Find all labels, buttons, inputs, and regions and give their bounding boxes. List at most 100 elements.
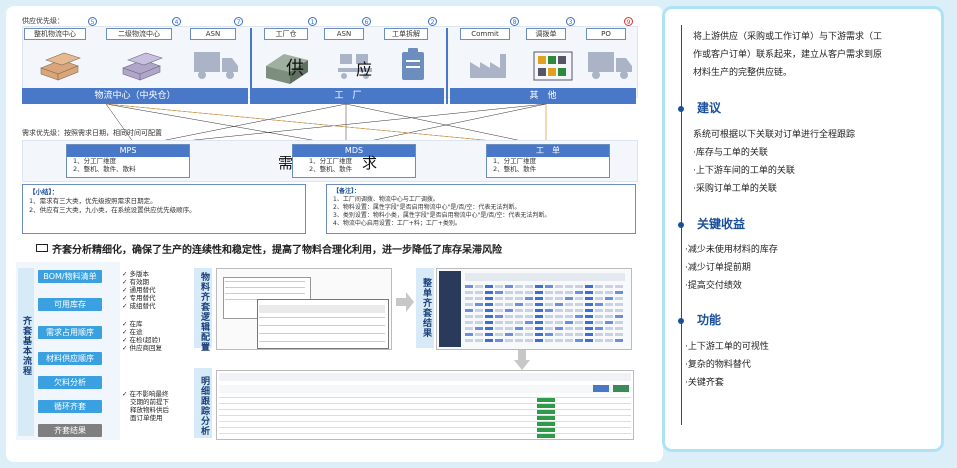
table-row bbox=[219, 421, 631, 422]
result-cell bbox=[595, 339, 603, 342]
result-cell bbox=[475, 309, 483, 312]
priority-badge: 7 bbox=[234, 17, 243, 26]
result-cell bbox=[575, 309, 583, 312]
note-checks: ✓ 在不影响最终 交期的前提下 释放物料供后 面订单使用 bbox=[122, 390, 169, 422]
demand-mds-line: 1、分工厂维度 bbox=[309, 157, 353, 165]
summary-title: 【小结】： bbox=[29, 188, 59, 196]
result-cell bbox=[555, 297, 563, 300]
priority-badge: 1 bbox=[308, 17, 317, 26]
result-cell bbox=[615, 297, 623, 300]
summary-line: 1、需求有三大类，优先级按照需求日期定。 bbox=[29, 197, 157, 205]
flow-step: 齐套结果 bbox=[38, 424, 102, 437]
section-item: ·采购订单工单的关联 bbox=[693, 184, 777, 194]
result-cell bbox=[505, 321, 513, 324]
result-cell bbox=[605, 315, 613, 318]
result-cell bbox=[545, 303, 553, 306]
result-cell bbox=[575, 291, 583, 294]
priority-badge: 5 bbox=[88, 17, 97, 26]
result-cell bbox=[475, 303, 483, 306]
logic-label-bar bbox=[194, 268, 212, 348]
result-cell bbox=[495, 285, 503, 288]
result-cell bbox=[565, 303, 573, 306]
result-cell bbox=[525, 327, 533, 330]
truck-icon bbox=[194, 52, 238, 79]
result-cell bbox=[575, 297, 583, 300]
result-cell bbox=[495, 315, 503, 318]
result-cell bbox=[545, 333, 553, 336]
result-cell bbox=[565, 309, 573, 312]
result-cell bbox=[475, 321, 483, 324]
notes-line: 1、工厂间调拨、物流中心与工厂调拨。 bbox=[333, 196, 439, 203]
table-row bbox=[219, 427, 631, 428]
result-cell bbox=[505, 327, 513, 330]
result-cell bbox=[475, 285, 483, 288]
section-item: ·减少未使用材料的库存 bbox=[685, 245, 778, 255]
result-cell bbox=[485, 339, 493, 342]
supply-overlay-char: 供 bbox=[286, 58, 304, 79]
result-cell bbox=[515, 309, 523, 312]
result-cell bbox=[485, 327, 493, 330]
result-cell bbox=[525, 285, 533, 288]
demand-mps: MPS 1、分工厂维度 2、整机、散件、散料 bbox=[66, 144, 190, 178]
priority-badge: 3 bbox=[566, 17, 575, 26]
result-cell bbox=[575, 285, 583, 288]
result-cell bbox=[475, 315, 483, 318]
result-cell bbox=[555, 321, 563, 324]
result-cell bbox=[515, 291, 523, 294]
check-item: 释放物料供后 bbox=[130, 406, 169, 414]
notes-line: 3、类别设置：物料小类，属性字段"是否启用物流中心"是/否/空：代表无法判断。 bbox=[333, 212, 551, 219]
result-cell bbox=[615, 339, 623, 342]
result-cell bbox=[565, 315, 573, 318]
result-cell bbox=[535, 327, 543, 330]
result-label-bar bbox=[416, 268, 434, 348]
section-item: ·库存与工单的关联 bbox=[693, 148, 768, 158]
result-cell bbox=[585, 285, 593, 288]
truck-icon bbox=[588, 52, 632, 79]
result-cell bbox=[495, 309, 503, 312]
result-cell bbox=[585, 291, 593, 294]
result-cell bbox=[595, 309, 603, 312]
section-dot bbox=[678, 222, 684, 228]
process-label-bar bbox=[18, 268, 34, 436]
check-item: ✓ 通用替代 bbox=[122, 286, 156, 294]
result-cell bbox=[595, 285, 603, 288]
check-item: ✓ 专用替代 bbox=[122, 294, 156, 302]
status-cell bbox=[537, 428, 555, 432]
supply-overlay-char: 应 bbox=[356, 60, 373, 79]
check-item: ✓ 在检(超验) bbox=[122, 336, 161, 344]
result-cell bbox=[565, 291, 573, 294]
result-cell bbox=[535, 339, 543, 342]
result-cell bbox=[485, 333, 493, 336]
result-cell bbox=[545, 321, 553, 324]
result-cell bbox=[555, 333, 563, 336]
result-cell bbox=[465, 285, 473, 288]
result-cell bbox=[515, 303, 523, 306]
result-cell bbox=[575, 339, 583, 342]
result-cell bbox=[535, 321, 543, 324]
result-cell bbox=[575, 303, 583, 306]
supply-item-logistics-center: 整机物流中心 bbox=[24, 28, 86, 40]
result-cell bbox=[535, 291, 543, 294]
section-title-benefits: 关键收益 bbox=[697, 217, 746, 231]
section-item: ·复杂的物料替代 bbox=[685, 360, 751, 370]
result-cell bbox=[615, 315, 623, 318]
result-cell bbox=[535, 333, 543, 336]
conveyor-icon bbox=[338, 54, 372, 79]
demand-mps-title: MPS bbox=[67, 145, 189, 157]
demand-mps-line: 1、分工厂维度 bbox=[73, 157, 117, 165]
notes-box: 【备注】： 1、工厂间调拨、物流中心与工厂调拨。 2、物料设置：属性字段"是否启… bbox=[326, 184, 636, 234]
result-cell bbox=[485, 321, 493, 324]
result-cell bbox=[545, 309, 553, 312]
result-cell bbox=[555, 303, 563, 306]
result-cell bbox=[525, 297, 533, 300]
bom-checks: ✓ 多版本 ✓ 有效期 ✓ 通用替代 ✓ 专用替代 ✓ 成组替代 bbox=[122, 270, 156, 310]
result-cell bbox=[495, 297, 503, 300]
flow-step: 需求占用顺序 bbox=[38, 326, 102, 339]
result-cell bbox=[585, 327, 593, 330]
group-label-other: 其 他 bbox=[450, 88, 636, 104]
result-cell bbox=[595, 315, 603, 318]
servers-icon bbox=[122, 52, 163, 81]
result-cell bbox=[585, 309, 593, 312]
result-cell bbox=[595, 327, 603, 330]
demand-mps-line: 2、整机、散件、散料 bbox=[73, 165, 136, 173]
